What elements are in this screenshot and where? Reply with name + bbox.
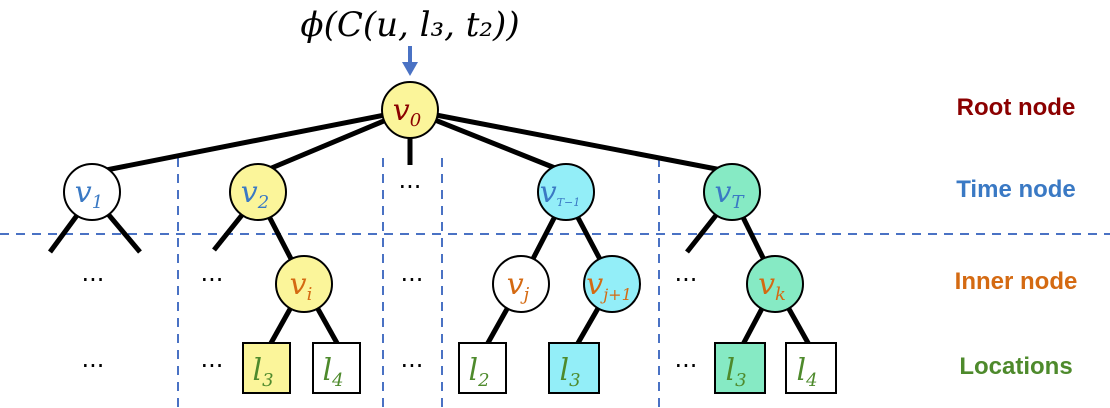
inner-node-vk: vk bbox=[746, 255, 804, 313]
svg-text:vk: vk bbox=[758, 267, 786, 305]
legend-locations: Locations bbox=[959, 353, 1072, 380]
svg-text:l3: l3 bbox=[252, 353, 273, 391]
svg-text:v2: v2 bbox=[241, 175, 269, 213]
inner-ellipsis-3: ··· bbox=[401, 266, 424, 294]
location-l3-cyan: l3 bbox=[548, 342, 600, 394]
time-ellipsis: ··· bbox=[399, 173, 422, 201]
location-ellipsis-4: ··· bbox=[675, 352, 698, 380]
inner-node-vj: vj bbox=[492, 255, 550, 313]
svg-text:l4: l4 bbox=[796, 353, 817, 391]
location-l2-white: l2 bbox=[458, 342, 507, 394]
location-l4-white-2: l4 bbox=[785, 342, 837, 394]
root-node-v0: v0 bbox=[381, 81, 439, 139]
edge-root-v1 bbox=[95, 107, 411, 175]
svg-text:l3: l3 bbox=[725, 353, 746, 391]
svg-text:v1: v1 bbox=[75, 175, 103, 213]
svg-text:vT−1: vT−1 bbox=[540, 175, 581, 210]
location-ellipsis-3: ··· bbox=[401, 352, 424, 380]
legend-root-node: Root node bbox=[957, 94, 1076, 121]
svg-text:vT: vT bbox=[715, 175, 746, 213]
inner-ellipsis-4: ··· bbox=[675, 266, 698, 294]
svg-text:l3: l3 bbox=[559, 353, 580, 391]
inner-node-vj1: vj+1 bbox=[583, 255, 641, 313]
inner-node-vi: vi bbox=[275, 255, 333, 313]
svg-text:vi: vi bbox=[290, 267, 313, 305]
location-l3-green: l3 bbox=[714, 342, 766, 394]
svg-text:l4: l4 bbox=[322, 353, 343, 391]
time-node-vT-1: vT−1 bbox=[537, 163, 595, 221]
time-node-v2: v2 bbox=[229, 163, 287, 221]
inner-ellipsis-1: ··· bbox=[82, 266, 105, 294]
location-l4-white-1: l4 bbox=[312, 342, 361, 394]
location-ellipsis-1: ··· bbox=[82, 352, 105, 380]
edge-root-vT bbox=[409, 107, 733, 175]
location-ellipsis-2: ··· bbox=[201, 352, 224, 380]
time-node-v1: v1 bbox=[63, 163, 121, 221]
svg-text:v0: v0 bbox=[393, 93, 421, 131]
formula-title: ϕ(C(u, l₃, t₂)) bbox=[300, 5, 519, 45]
svg-text:l2: l2 bbox=[468, 353, 489, 391]
inner-ellipsis-2: ··· bbox=[201, 266, 224, 294]
svg-text:vj: vj bbox=[507, 267, 530, 305]
time-node-vT: vT bbox=[703, 163, 761, 221]
location-l3-yellow: l3 bbox=[242, 342, 291, 394]
input-arrow-head bbox=[402, 62, 418, 76]
legend-time-node: Time node bbox=[956, 176, 1076, 203]
legend-inner-node: Inner node bbox=[955, 268, 1078, 295]
svg-text:vj+1: vj+1 bbox=[586, 267, 632, 304]
